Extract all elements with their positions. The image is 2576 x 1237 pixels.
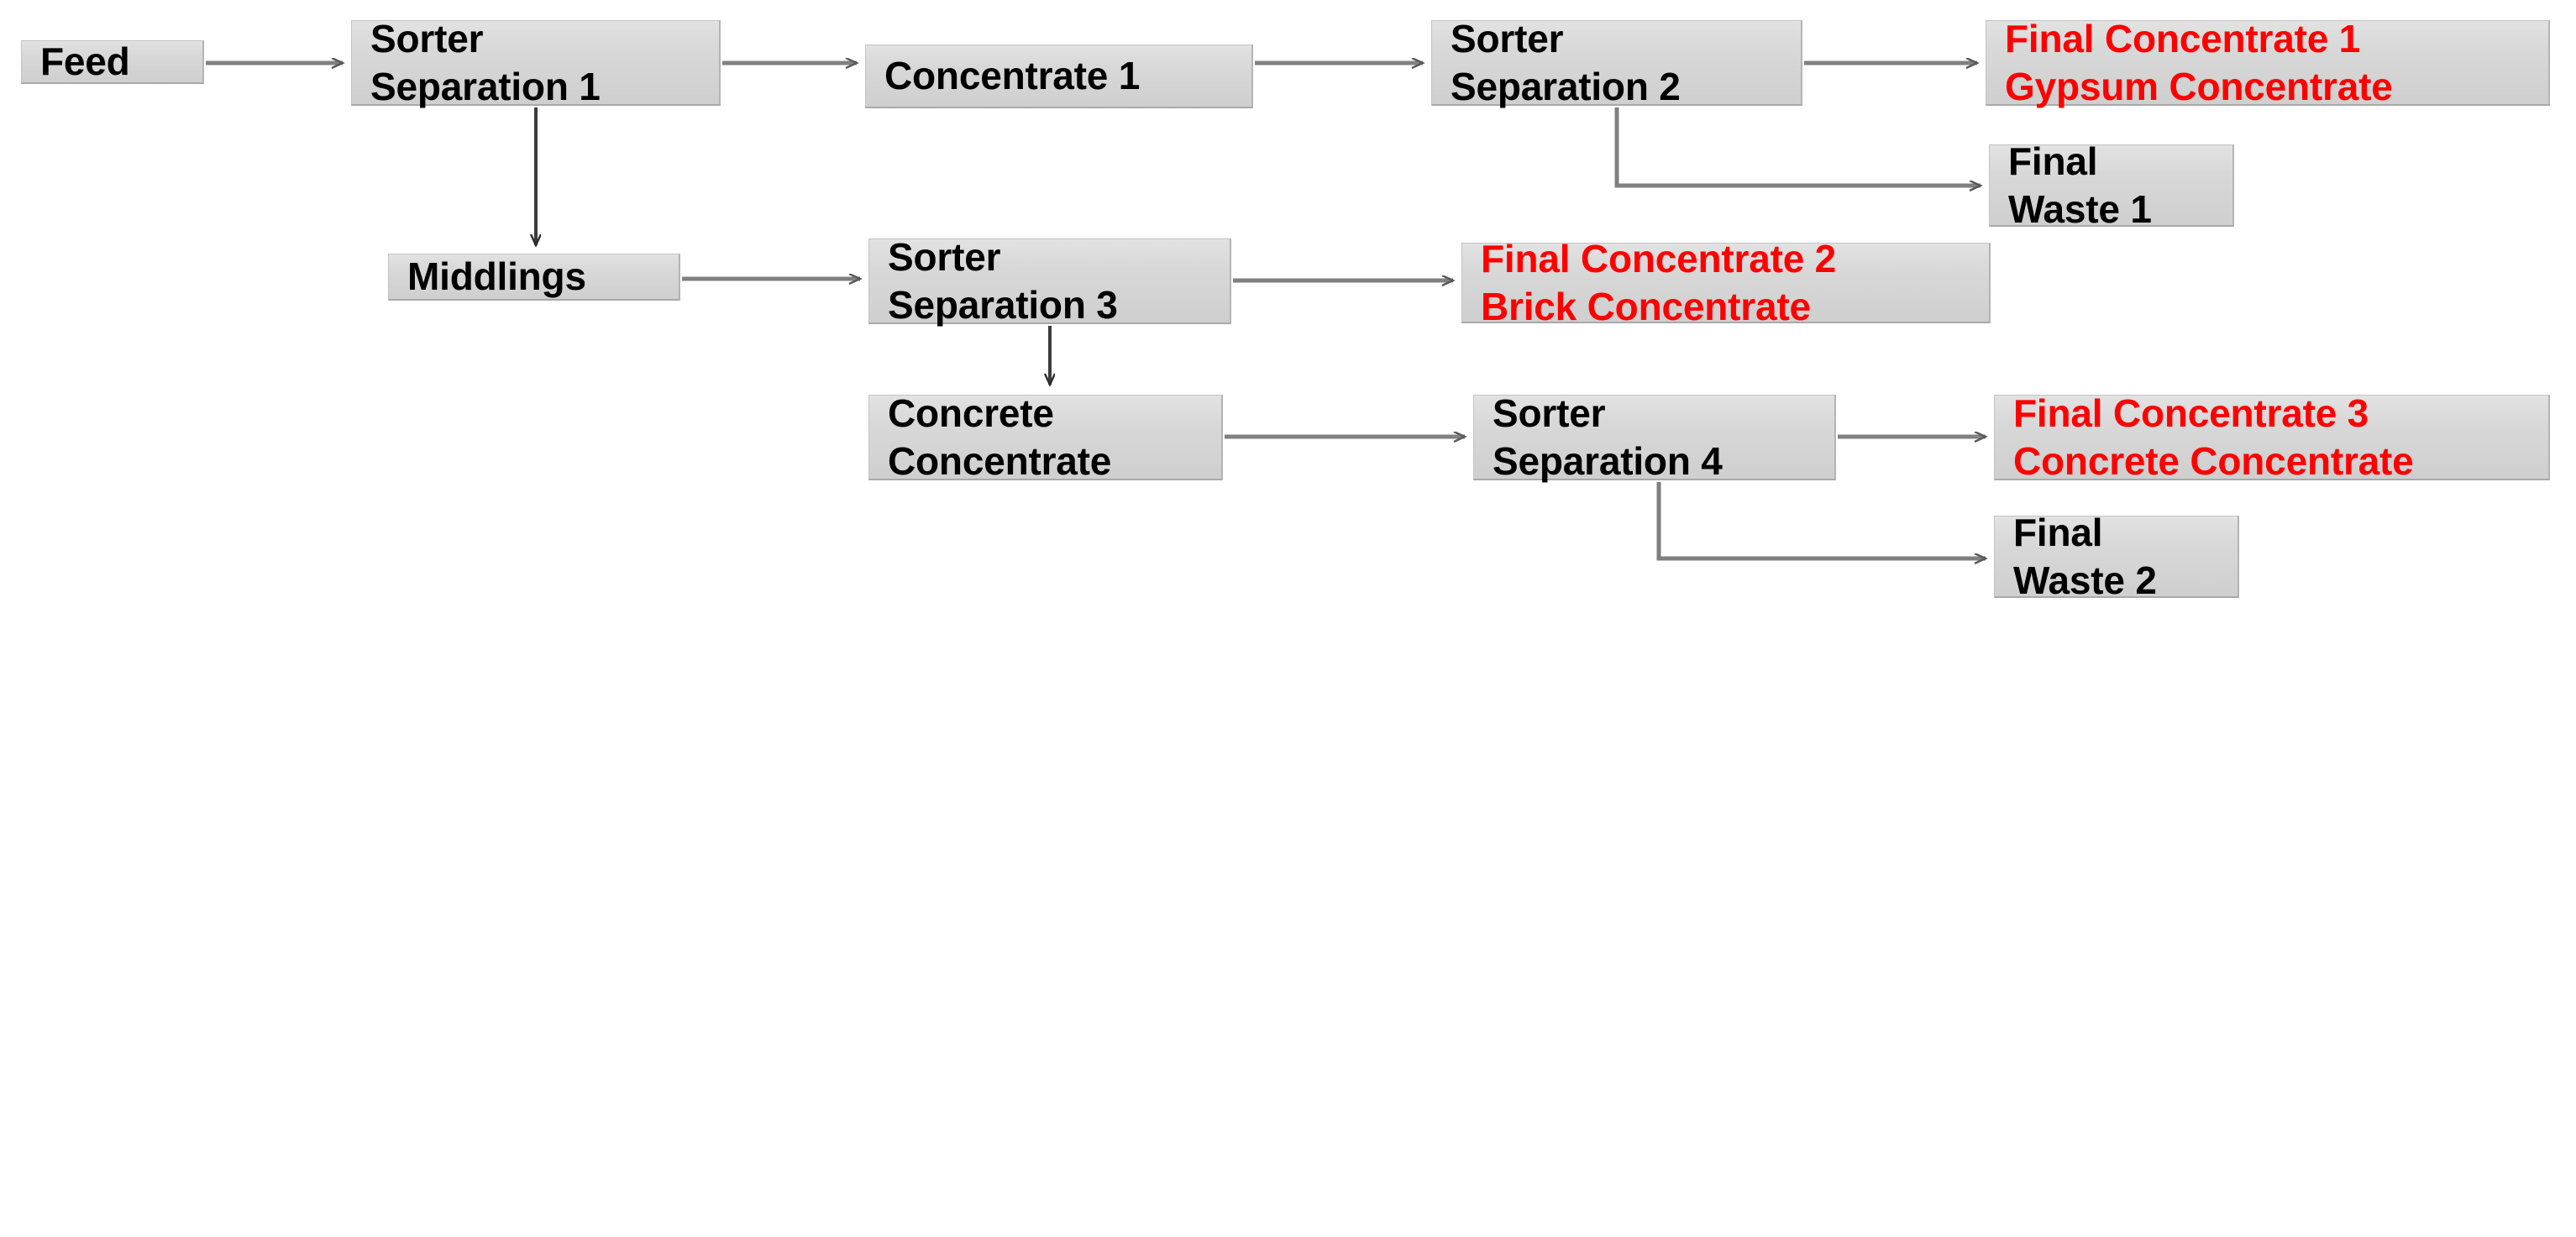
node-final-concentrate-1[interactable]: Final Concentrate 1 Gypsum Concentrate — [1986, 17, 2550, 108]
node-sorter-separation-1-line-1: Separation 1 — [370, 64, 601, 108]
node-final-waste-2-line-0: Final — [2013, 511, 2103, 555]
node-final-concentrate-1-line-0: Final Concentrate 1 — [2005, 17, 2361, 61]
node-sorter-separation-2-line-0: Sorter — [1451, 17, 1564, 61]
node-sorter-separation-2[interactable]: Sorter Separation 2 — [1431, 17, 1802, 108]
node-final-waste-1[interactable]: Final Waste 1 — [1989, 139, 2234, 231]
node-middlings-line-0: Middlings — [407, 254, 586, 299]
node-final-waste-2[interactable]: Final Waste 2 — [1994, 511, 2239, 602]
node-final-waste-2-line-1: Waste 2 — [2013, 558, 2157, 602]
node-concentrate-1-line-0: Concentrate 1 — [884, 54, 1141, 98]
node-sorter-separation-4-line-0: Sorter — [1493, 391, 1606, 436]
node-feed[interactable]: Feed — [21, 39, 204, 84]
node-final-concentrate-2-line-1: Brick Concentrate — [1481, 284, 1811, 328]
node-final-concentrate-1-line-1: Gypsum Concentrate — [2005, 64, 2393, 108]
node-sorter-separation-1-line-0: Sorter — [370, 17, 484, 61]
node-final-waste-1-line-1: Waste 1 — [2008, 186, 2152, 231]
edge-sorter2-to-finalwaste1 — [1614, 107, 1981, 186]
node-concrete-concentrate[interactable]: Concrete Concentrate — [868, 391, 1223, 483]
node-sorter-separation-4[interactable]: Sorter Separation 4 — [1473, 391, 1836, 483]
node-sorter-separation-3-line-1: Separation 3 — [888, 282, 1118, 327]
node-final-concentrate-2-line-0: Final Concentrate 2 — [1481, 237, 1837, 281]
node-final-concentrate-3-line-1: Concrete Concentrate — [2013, 438, 2414, 483]
node-final-concentrate-3-line-0: Final Concentrate 3 — [2013, 391, 2369, 436]
node-final-waste-1-line-0: Final — [2008, 139, 2098, 184]
node-concrete-concentrate-line-0: Concrete — [888, 391, 1054, 436]
node-concrete-concentrate-line-1: Concentrate — [888, 438, 1112, 483]
node-sorter-separation-4-line-1: Separation 4 — [1493, 438, 1723, 483]
node-sorter-separation-2-line-1: Separation 2 — [1451, 64, 1681, 108]
node-final-concentrate-2[interactable]: Final Concentrate 2 Brick Concentrate — [1461, 237, 1991, 328]
node-sorter-separation-3[interactable]: Sorter Separation 3 — [868, 235, 1231, 327]
node-final-concentrate-3[interactable]: Final Concentrate 3 Concrete Concentrate — [1994, 391, 2550, 483]
node-feed-line-0: Feed — [40, 39, 130, 84]
node-concentrate-1[interactable]: Concentrate 1 — [865, 45, 1253, 108]
node-sorter-separation-1[interactable]: Sorter Separation 1 — [351, 17, 721, 108]
node-middlings[interactable]: Middlings — [388, 254, 680, 301]
edge-sorter4-to-finalwaste2 — [1656, 482, 1986, 558]
node-sorter-separation-3-line-0: Sorter — [888, 235, 1001, 280]
